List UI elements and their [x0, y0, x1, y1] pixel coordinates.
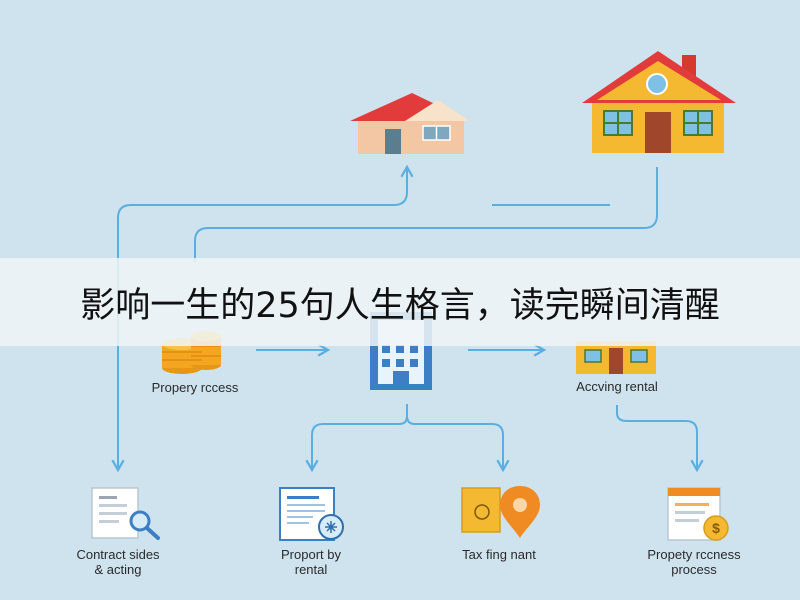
label-contract-line1: Contract sides: [76, 547, 160, 562]
house-icon-small: [350, 93, 470, 154]
document-dollar-icon: $: [667, 487, 729, 541]
house-icon-rental: [576, 341, 656, 374]
connector-building-split: [305, 404, 408, 473]
contract-search-icon: [91, 487, 160, 540]
document-seal-icon: [279, 487, 344, 541]
label-property-rental-line1: Proport by: [281, 547, 341, 562]
connector-top-right: [194, 167, 658, 262]
label-property-rental-line2: rental: [295, 562, 328, 577]
connector-left-down: [117, 164, 414, 470]
connector-house-right: [616, 405, 704, 473]
house-icon-large: [582, 51, 736, 153]
label-property-process: Propery rccess: [152, 380, 239, 395]
label-accepting-rental: Accving rental: [576, 379, 658, 394]
svg-text:$: $: [712, 520, 720, 536]
label-contract-line2: & acting: [95, 562, 142, 577]
label-process-line1: Propety rccness: [647, 547, 741, 562]
label-tax-filing: Tax fing nant: [462, 547, 536, 562]
label-process-line2: process: [671, 562, 717, 577]
title-banner: 影响一生的25句人生格言，读完瞬间清醒: [0, 258, 800, 346]
banner-title: 影响一生的25句人生格言，读完瞬间清醒: [80, 285, 720, 326]
tax-pin-icon: [461, 486, 540, 538]
connector-building-split-right: [406, 415, 510, 473]
